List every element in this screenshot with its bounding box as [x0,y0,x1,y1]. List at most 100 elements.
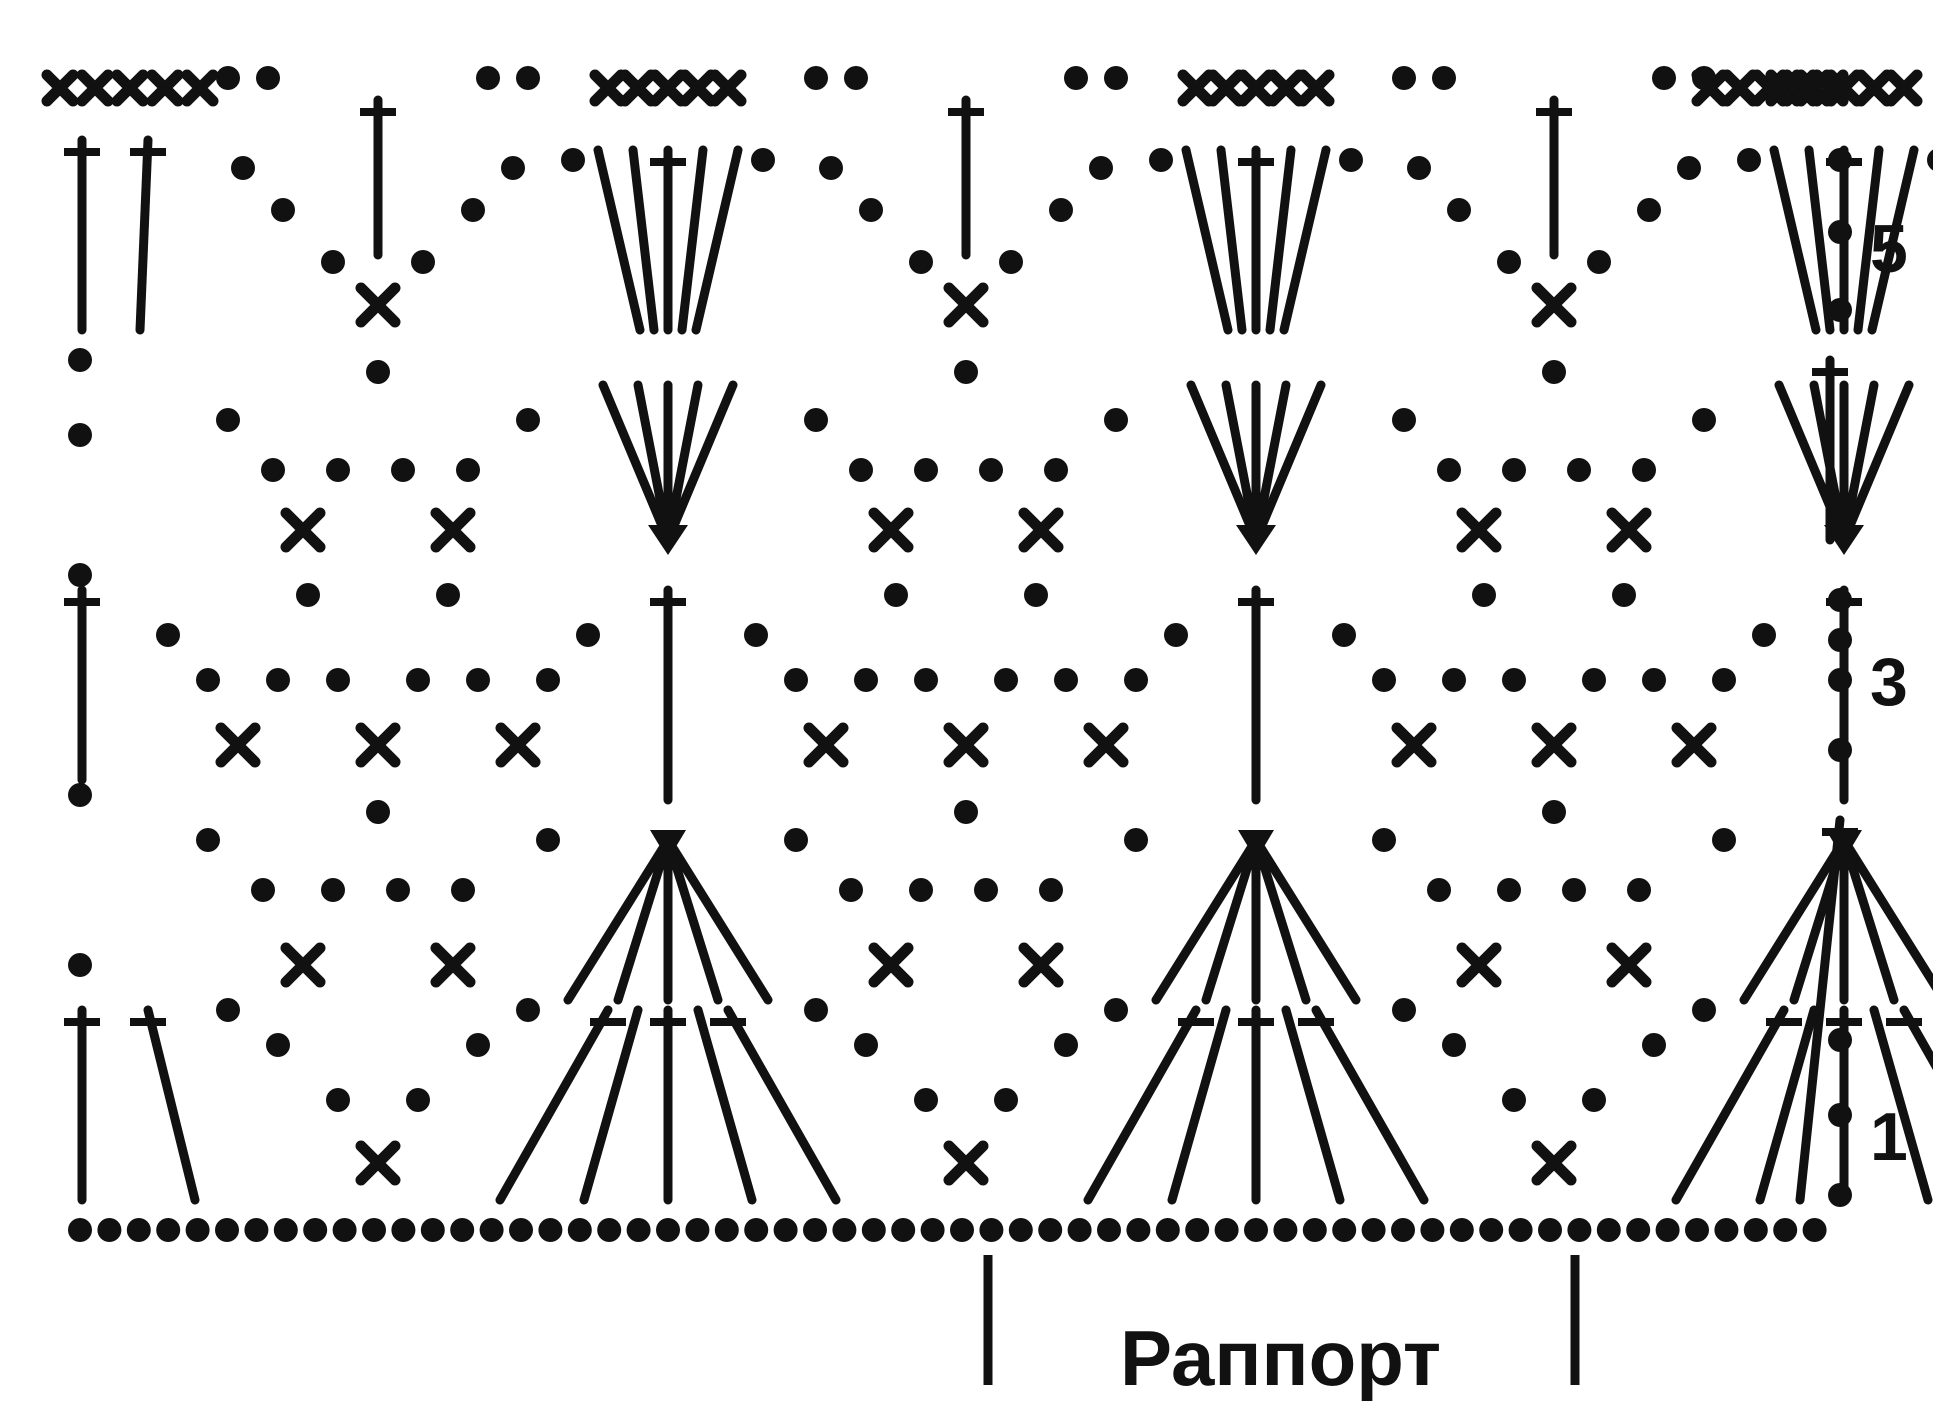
chain-dot [68,783,92,807]
chain-dot [68,953,92,977]
chain-dot [516,408,540,432]
double-crochet-symbol [1839,380,1914,545]
double-crochet-symbol [723,1005,841,1205]
single-crochet-symbol [1267,69,1305,107]
double-crochet-symbol [663,835,773,1005]
chain-dot [411,250,435,274]
chain-dot [406,1088,430,1112]
chain-dot [451,878,475,902]
double-crochet-symbol [1216,145,1247,335]
double-crochet-symbol [495,1005,613,1205]
chain-dot [1502,1088,1526,1112]
chain-dot [1743,1218,1768,1242]
double-crochet-symbol [579,1005,643,1205]
chain-dot [1302,1218,1327,1242]
chain-dot [1652,66,1676,90]
double-crochet-symbol [1671,1005,1789,1205]
double-crochet-symbol [1279,145,1331,335]
chain-dot [1612,583,1636,607]
chain-dot [1049,198,1073,222]
chain-dot [68,423,92,447]
double-crochet-symbol [1221,380,1261,545]
single-crochet-symbol [619,69,657,107]
single-crochet-symbol [1885,69,1923,107]
single-crochet-symbol [943,282,989,328]
chain-dot [1582,1088,1606,1112]
chain-dot [538,1218,563,1242]
chain-dot [466,1033,490,1057]
chain-dot [501,156,525,180]
chain-dot [1155,1218,1180,1242]
single-crochet-symbol [589,69,627,107]
single-crochet-symbol [649,69,687,107]
chain-dot [1642,668,1666,692]
double-crochet-symbol [1251,380,1291,545]
chain-dot [854,1033,878,1057]
chain-dot [362,1218,386,1242]
double-crochet-symbol [1839,835,1933,991]
chain-dot [1392,66,1416,90]
chain-dot [1432,66,1456,90]
chain-dot [420,1218,445,1242]
chain-dot [1332,623,1356,647]
single-crochet-symbol [943,722,989,768]
chain-dot [1828,1028,1852,1052]
chain-dot [891,1218,916,1242]
chain-dot [1737,148,1761,172]
single-crochet-symbol [1207,69,1245,107]
chain-dot [1124,668,1148,692]
double-crochet-symbol [1769,145,1821,335]
single-crochet-symbol [1531,722,1577,768]
chain-dot [1692,408,1716,432]
chain-dot [1828,668,1852,692]
chain-dot [321,250,345,274]
chain-dot [261,458,285,482]
single-crochet-symbol [1781,69,1819,107]
chain-dot [1692,998,1716,1022]
double-crochet-symbol [663,380,738,545]
chain-dot [784,828,808,852]
chain-dot [1164,623,1188,647]
chain-dot [196,828,220,852]
double-crochet-symbol [593,145,645,335]
row-number-5: 5 [1870,211,1908,287]
chain-dot [1054,1033,1078,1057]
chain-dot [1044,458,1068,482]
chain-dot [914,1088,938,1112]
double-crochet-symbol [1186,380,1261,545]
chain-dot [950,1218,974,1242]
chain-dot [1828,1183,1852,1207]
chain-dot [1714,1218,1739,1242]
chain-dot [1361,1218,1386,1242]
chain-dot [1502,668,1526,692]
chain-dot [1828,220,1852,244]
chain-dot [366,360,390,384]
single-crochet-symbol [679,69,717,107]
chain-dot [1332,1218,1357,1242]
double-crochet-symbol [563,835,673,1005]
chain-dot [954,800,978,824]
chain-dot [536,668,560,692]
single-crochet-symbol [1177,69,1215,107]
single-crochet-symbol [1751,69,1789,107]
double-crochet-symbol [1853,145,1884,335]
double-crochet-symbol [1083,1005,1201,1205]
chain-dot [1712,828,1736,852]
chain-dot [1104,998,1128,1022]
single-crochet-symbol [280,942,326,988]
chain-dot [784,668,808,692]
single-crochet-symbol [868,942,914,988]
chain-dot [849,458,873,482]
chain-dot [773,1218,798,1242]
cluster-top [650,830,686,860]
chain-dot [479,1218,504,1242]
chain-dot [994,668,1018,692]
chain-dot [1054,668,1078,692]
chain-dot [296,583,320,607]
chain-dot [244,1218,269,1242]
chain-dot [256,66,280,90]
chain-dot [1126,1218,1151,1242]
chain-dot [804,66,828,90]
